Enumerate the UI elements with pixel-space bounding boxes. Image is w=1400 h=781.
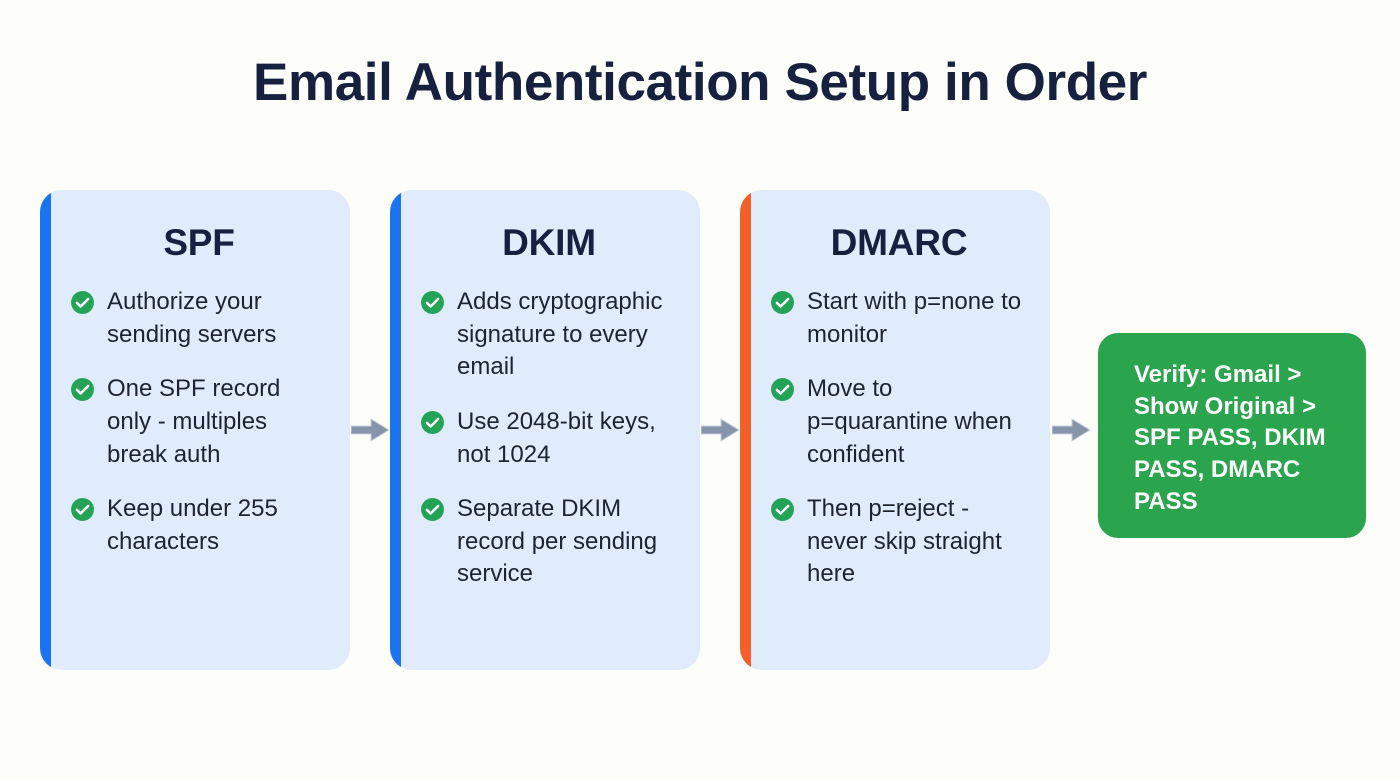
bullet-text: One SPF record only - multiples break au… bbox=[107, 375, 281, 468]
bullet-list-spf: Authorize your sending servers One SPF r… bbox=[70, 286, 328, 558]
list-item: Separate DKIM record per sending service bbox=[420, 493, 678, 591]
bullet-text: Keep under 255 characters bbox=[107, 495, 278, 555]
check-circle-icon bbox=[420, 290, 445, 315]
check-circle-icon bbox=[420, 497, 445, 522]
check-circle-icon bbox=[770, 377, 795, 402]
bullet-list-dmarc: Start with p=none to monitor Move to p=q… bbox=[770, 286, 1028, 591]
bullet-list-dkim: Adds cryptographic signature to every em… bbox=[420, 286, 678, 591]
list-item: Keep under 255 characters bbox=[70, 493, 328, 558]
arrow-right-icon bbox=[1051, 416, 1092, 444]
check-circle-icon bbox=[420, 410, 445, 435]
list-item: Authorize your sending servers bbox=[70, 286, 328, 351]
check-circle-icon bbox=[70, 290, 95, 315]
check-circle-icon bbox=[70, 497, 95, 522]
list-item: Move to p=quarantine when confident bbox=[770, 373, 1028, 471]
bullet-text: Adds cryptographic signature to every em… bbox=[457, 288, 663, 381]
check-circle-icon bbox=[770, 290, 795, 315]
card-spf: SPF Authorize your sending servers One S… bbox=[40, 190, 350, 670]
list-item: Start with p=none to monitor bbox=[770, 286, 1028, 351]
bullet-text: Use 2048-bit keys, not 1024 bbox=[457, 407, 656, 468]
list-item: One SPF record only - multiples break au… bbox=[70, 373, 328, 471]
card-title-dmarc: DMARC bbox=[830, 222, 968, 263]
arrow-right-icon bbox=[700, 416, 741, 444]
accent-bar-orange bbox=[740, 190, 751, 670]
arrow-right-icon bbox=[350, 416, 391, 444]
check-circle-icon bbox=[770, 497, 795, 522]
list-item: Use 2048-bit keys, not 1024 bbox=[420, 406, 678, 471]
list-item: Then p=reject - never skip straight here bbox=[770, 493, 1028, 591]
verify-result-text: Verify: Gmail > Show Original > SPF PASS… bbox=[1134, 361, 1326, 515]
verify-result-box: Verify: Gmail > Show Original > SPF PASS… bbox=[1098, 333, 1366, 538]
bullet-text: Start with p=none to monitor bbox=[807, 288, 1022, 348]
accent-bar-blue bbox=[40, 190, 51, 670]
check-circle-icon bbox=[70, 377, 95, 402]
bullet-text: Separate DKIM record per sending service bbox=[457, 495, 658, 588]
bullet-text: Then p=reject - never skip straight here bbox=[807, 495, 1002, 588]
list-item: Adds cryptographic signature to every em… bbox=[420, 286, 678, 384]
card-title-dkim: DKIM bbox=[502, 222, 596, 263]
card-dkim: DKIM Adds cryptographic signature to eve… bbox=[390, 190, 700, 670]
page-title: Email Authentication Setup in Order bbox=[253, 53, 1147, 112]
card-title-spf: SPF bbox=[163, 222, 235, 263]
bullet-text: Authorize your sending servers bbox=[107, 288, 277, 348]
card-dmarc: DMARC Start with p=none to monitor Move … bbox=[740, 190, 1050, 670]
accent-bar-blue bbox=[390, 190, 401, 670]
flow-diagram: SPF Authorize your sending servers One S… bbox=[40, 190, 1366, 680]
bullet-text: Move to p=quarantine when confident bbox=[807, 375, 1012, 468]
